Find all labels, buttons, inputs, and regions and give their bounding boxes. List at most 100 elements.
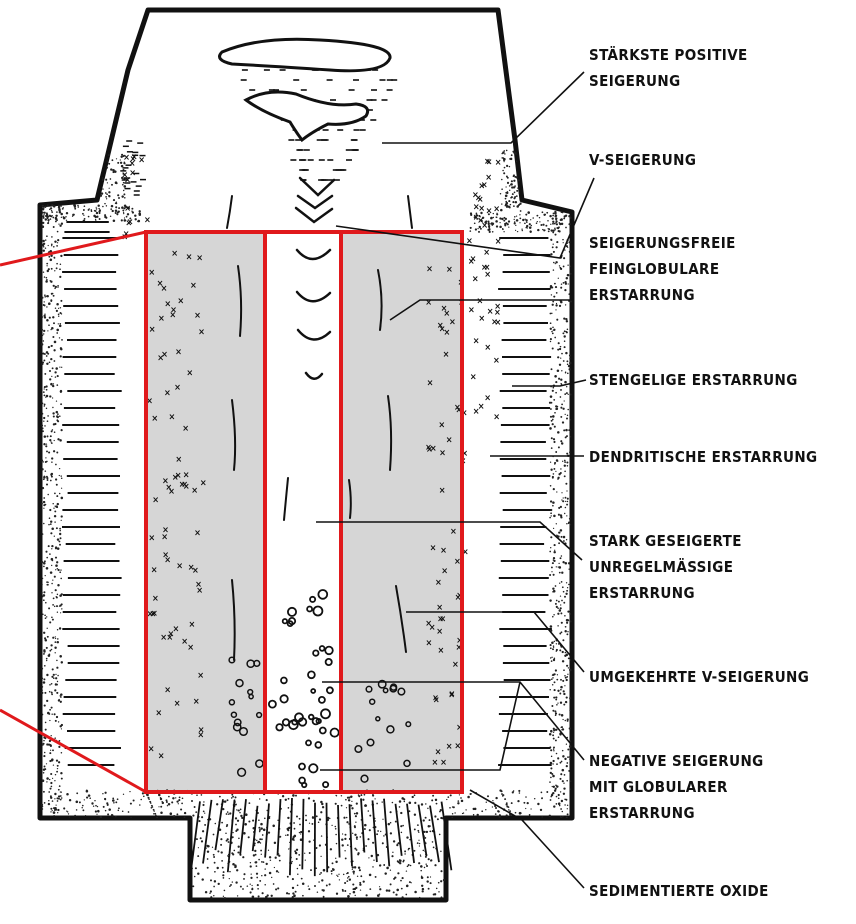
svg-text:×: × (194, 529, 201, 539)
svg-text:×: × (446, 436, 453, 446)
svg-text:×: × (168, 487, 175, 497)
svg-text:×: × (152, 495, 159, 505)
svg-text:×: × (151, 565, 158, 575)
label-v-segregation: V-SEIGERUNG (589, 151, 696, 169)
label-inverse-v: UMGEKEHRTE V-SEIGERUNG (589, 668, 809, 686)
svg-text:×: × (454, 403, 461, 413)
svg-text:×: × (183, 482, 190, 492)
svg-text:×: × (148, 268, 155, 278)
svg-text:×: × (448, 690, 455, 700)
svg-text:×: × (161, 350, 168, 360)
svg-text:×: × (148, 745, 155, 755)
svg-text:×: × (189, 620, 196, 630)
svg-text:×: × (472, 191, 479, 201)
svg-text:×: × (440, 758, 447, 768)
svg-text:×: × (164, 300, 171, 310)
svg-text:×: × (197, 730, 204, 740)
svg-text:×: × (495, 158, 502, 168)
svg-text:×: × (438, 420, 445, 430)
svg-text:×: × (173, 624, 180, 634)
labels: STÄRKSTE POSITIVE SEIGERUNG V-SEIGERUNG … (589, 45, 818, 900)
svg-text:×: × (158, 751, 165, 761)
svg-text:×: × (188, 563, 195, 573)
svg-text:×: × (437, 614, 444, 624)
svg-text:×: × (477, 216, 484, 226)
svg-text:×: × (472, 275, 479, 285)
svg-text:×: × (439, 449, 446, 459)
svg-text:×: × (444, 328, 451, 338)
svg-text:×: × (440, 546, 447, 556)
svg-text:×: × (430, 543, 437, 553)
svg-text:×: × (446, 742, 453, 752)
svg-text:×: × (487, 307, 494, 317)
label-dendritic: DENDRITISCHE ERSTARRUNG (589, 448, 818, 466)
label-irregular-1: STARK GESEIGERTE (589, 532, 742, 550)
svg-text:×: × (172, 473, 179, 483)
svg-text:×: × (191, 486, 198, 496)
svg-text:×: × (150, 610, 157, 620)
label-oxides: SEDIMENTIERTE OXIDE (589, 882, 769, 900)
svg-text:×: × (174, 699, 181, 709)
label-irregular-3: ERSTARRUNG (589, 584, 695, 602)
svg-text:×: × (481, 263, 488, 273)
label-free-globular-1: SEIGERUNGSFREIE (589, 234, 736, 252)
svg-text:×: × (435, 578, 442, 588)
svg-text:×: × (194, 311, 201, 321)
label-negative-2: MIT GLOBULARER (589, 778, 728, 796)
svg-text:×: × (439, 486, 446, 496)
svg-text:×: × (196, 586, 203, 596)
svg-text:×: × (478, 402, 485, 412)
svg-text:×: × (486, 158, 493, 168)
svg-text:×: × (441, 566, 448, 576)
svg-text:×: × (174, 383, 181, 393)
svg-text:×: × (449, 318, 456, 328)
svg-text:×: × (193, 697, 200, 707)
svg-text:×: × (161, 533, 168, 543)
svg-text:×: × (160, 633, 167, 643)
svg-text:×: × (186, 369, 193, 379)
svg-text:×: × (495, 237, 502, 247)
label-columnar: STENGELIGE ERSTARRUNG (589, 371, 798, 389)
svg-text:×: × (161, 284, 168, 294)
label-free-globular-3: ERSTARRUNG (589, 286, 695, 304)
svg-text:×: × (432, 758, 439, 768)
svg-text:×: × (152, 594, 159, 604)
svg-text:×: × (196, 253, 203, 263)
svg-text:×: × (426, 265, 433, 275)
svg-text:×: × (162, 550, 169, 560)
svg-text:×: × (426, 445, 433, 455)
svg-text:×: × (164, 685, 171, 695)
svg-text:×: × (187, 643, 194, 653)
svg-text:×: × (473, 336, 480, 346)
svg-text:×: × (491, 318, 498, 328)
label-negative-3: ERSTARRUNG (589, 804, 695, 822)
svg-text:×: × (177, 297, 184, 307)
svg-text:×: × (131, 152, 138, 162)
svg-text:×: × (481, 180, 488, 190)
svg-text:×: × (124, 204, 131, 214)
svg-text:×: × (182, 424, 189, 434)
svg-text:×: × (493, 413, 500, 423)
svg-text:×: × (426, 639, 433, 649)
svg-text:×: × (484, 343, 491, 353)
svg-text:×: × (127, 218, 134, 228)
svg-text:×: × (435, 748, 442, 758)
svg-text:×: × (446, 265, 453, 275)
svg-text:×: × (164, 388, 171, 398)
svg-text:×: × (197, 671, 204, 681)
svg-text:×: × (493, 204, 500, 214)
svg-text:×: × (190, 281, 197, 291)
label-strongest-positive-2: SEIGERUNG (589, 72, 681, 90)
svg-text:×: × (432, 694, 439, 704)
svg-text:×: × (468, 305, 475, 315)
svg-text:×: × (484, 394, 491, 404)
svg-text:×: × (425, 619, 432, 629)
svg-text:×: × (162, 476, 169, 486)
svg-text:×: × (450, 527, 457, 537)
label-free-globular-2: FEINGLOBULARE (589, 260, 719, 278)
svg-text:×: × (171, 249, 178, 259)
label-negative-1: NEGATIVE SEIGERUNG (589, 752, 764, 770)
svg-text:×: × (123, 153, 130, 163)
